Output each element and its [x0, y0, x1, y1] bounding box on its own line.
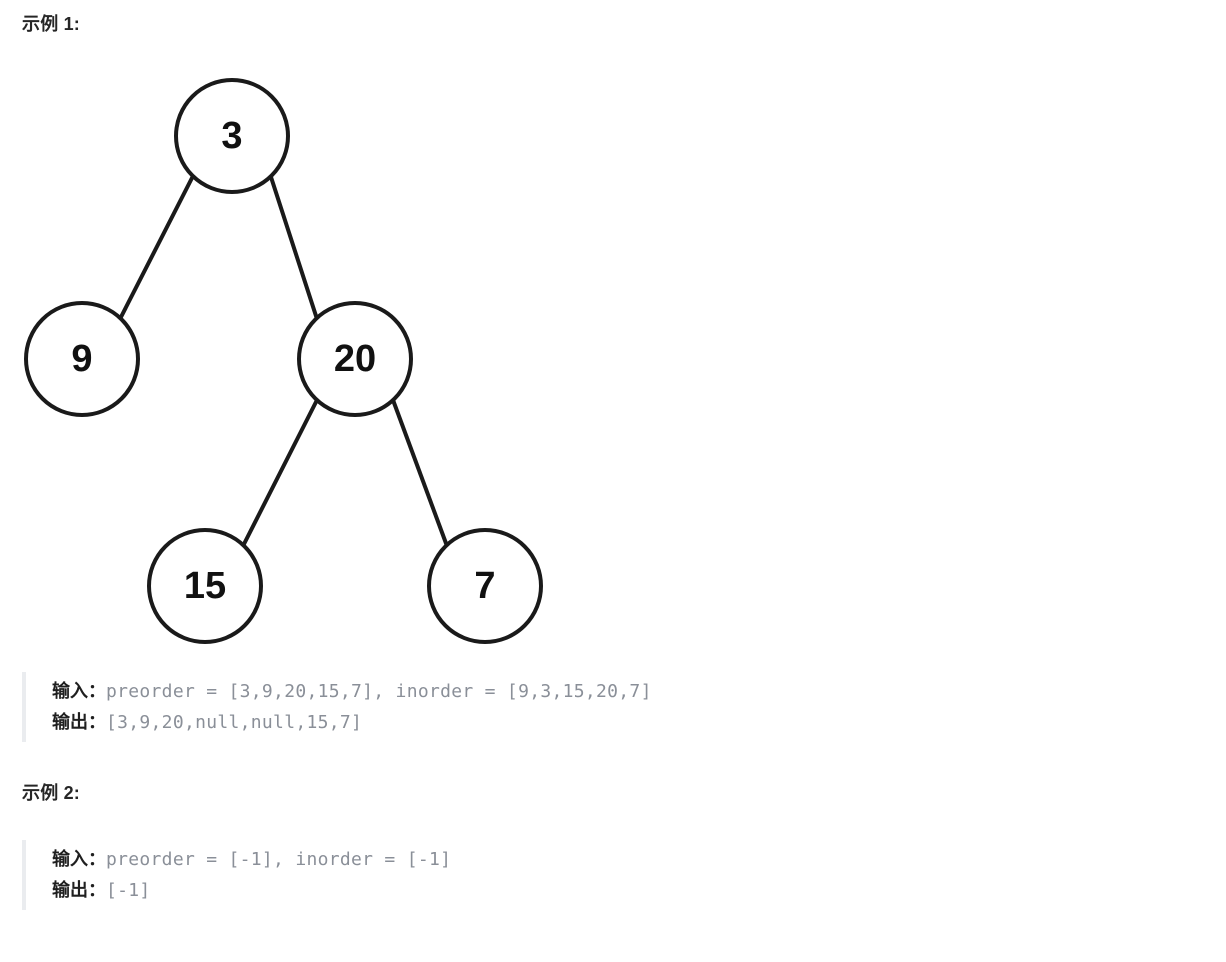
- binary-tree-diagram: 3 9 20 15 7: [0, 60, 600, 660]
- output-label: 输出：: [52, 880, 106, 900]
- example-2-output-line: 输出：[-1]: [52, 875, 722, 906]
- tree-nodes: 3 9 20 15 7: [24, 78, 543, 644]
- edge-3-to-9: [118, 172, 196, 321]
- input-label: 输入：: [52, 681, 106, 701]
- example-1-io-block: 输入：preorder = [3,9,20,15,7], inorder = […: [22, 672, 1022, 742]
- node-label-7: 7: [474, 565, 495, 607]
- node-label-20: 20: [334, 338, 376, 380]
- example-2-io-block: 输入：preorder = [-1], inorder = [-1] 输出：[-…: [22, 840, 722, 910]
- node-label-9: 9: [71, 338, 92, 380]
- example-1-heading: 示例 1:: [22, 14, 81, 34]
- input-value: preorder = [3,9,20,15,7], inorder = [9,3…: [106, 681, 652, 702]
- input-value: preorder = [-1], inorder = [-1]: [106, 849, 452, 870]
- node-circle-20: [297, 301, 413, 417]
- node-circle-15: [147, 528, 263, 644]
- tree-node-20: 20: [297, 301, 413, 417]
- node-circle-3: [174, 78, 290, 194]
- edge-20-to-7: [391, 398, 449, 548]
- tree-edges: [118, 172, 449, 548]
- node-circle-9: [24, 301, 140, 417]
- edge-20-to-15: [241, 398, 319, 548]
- binary-tree-svg: 3 9 20 15 7: [24, 78, 543, 644]
- example-2-input-line: 输入：preorder = [-1], inorder = [-1]: [52, 844, 722, 875]
- node-circle-7: [427, 528, 543, 644]
- example-2-heading: 示例 2:: [22, 783, 81, 803]
- example-1-input-line: 输入：preorder = [3,9,20,15,7], inorder = […: [52, 676, 1022, 707]
- output-label: 输出：: [52, 712, 106, 732]
- output-value: [-1]: [106, 880, 151, 901]
- output-value: [3,9,20,null,null,15,7]: [106, 712, 363, 733]
- tree-node-7: 7: [427, 528, 543, 644]
- node-label-3: 3: [221, 115, 242, 157]
- edge-3-to-20: [268, 172, 319, 321]
- tree-node-9: 9: [24, 301, 140, 417]
- example-1-output-line: 输出：[3,9,20,null,null,15,7]: [52, 707, 1022, 738]
- tree-node-3: 3: [174, 78, 290, 194]
- input-label: 输入：: [52, 849, 106, 869]
- node-label-15: 15: [184, 565, 226, 607]
- tree-node-15: 15: [147, 528, 263, 644]
